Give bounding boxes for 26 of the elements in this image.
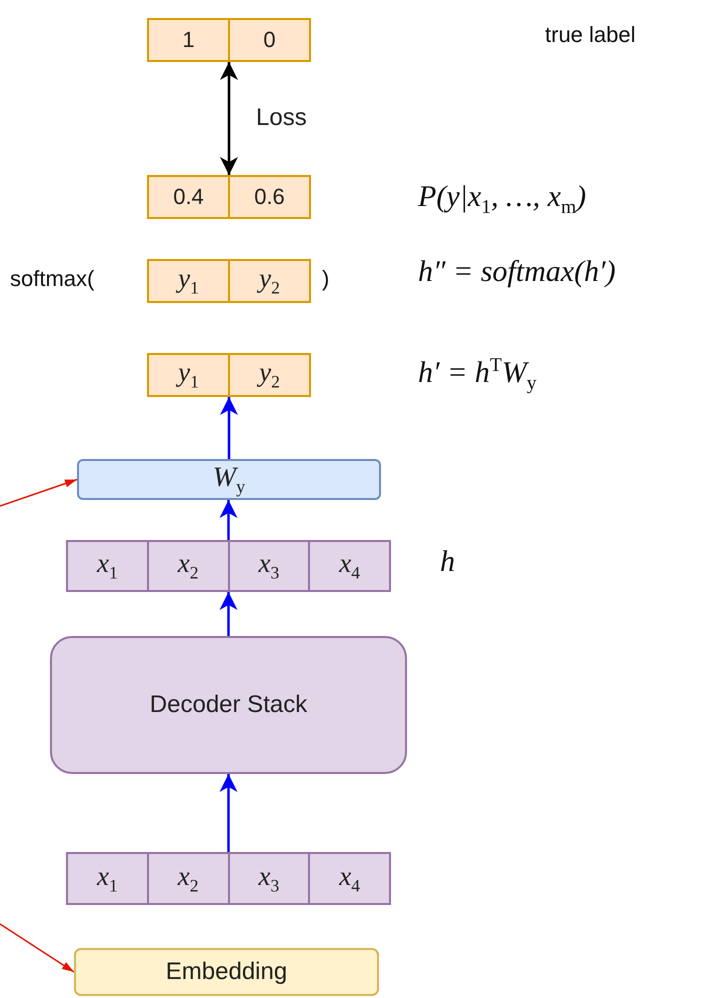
decoder-block bbox=[50, 636, 407, 774]
flow-arrow bbox=[220, 500, 238, 540]
formula: h′ = h$^{T}$W$_{y}$ bbox=[418, 355, 536, 395]
layer-box bbox=[74, 948, 379, 996]
layer-label: Decoder Stack bbox=[150, 691, 308, 719]
vector-row bbox=[147, 175, 311, 219]
formula: h bbox=[440, 545, 455, 579]
vector-row bbox=[147, 353, 311, 397]
pointer-arrow bbox=[0, 478, 78, 507]
formula: P(y|x$_{1}$, …, x$_{m}$) bbox=[418, 180, 586, 219]
vector-row bbox=[147, 259, 311, 303]
flow-arrow bbox=[220, 774, 238, 852]
side-label: ) bbox=[322, 266, 330, 292]
side-label: softmax( bbox=[10, 266, 94, 292]
formula: h″ = softmax(h′) bbox=[418, 255, 616, 289]
side-label: true label bbox=[545, 22, 636, 48]
layer-box bbox=[77, 459, 381, 500]
layer-label: W$_{y}$ bbox=[212, 462, 246, 498]
vector-row bbox=[66, 852, 391, 905]
flow-arrow bbox=[220, 592, 238, 636]
layer-label: Embedding bbox=[166, 958, 288, 986]
pointer-arrow bbox=[0, 923, 74, 973]
vector-row bbox=[147, 18, 311, 62]
vector-row bbox=[66, 540, 391, 592]
flow-arrow bbox=[220, 397, 238, 459]
flow-arrow bbox=[220, 62, 238, 175]
